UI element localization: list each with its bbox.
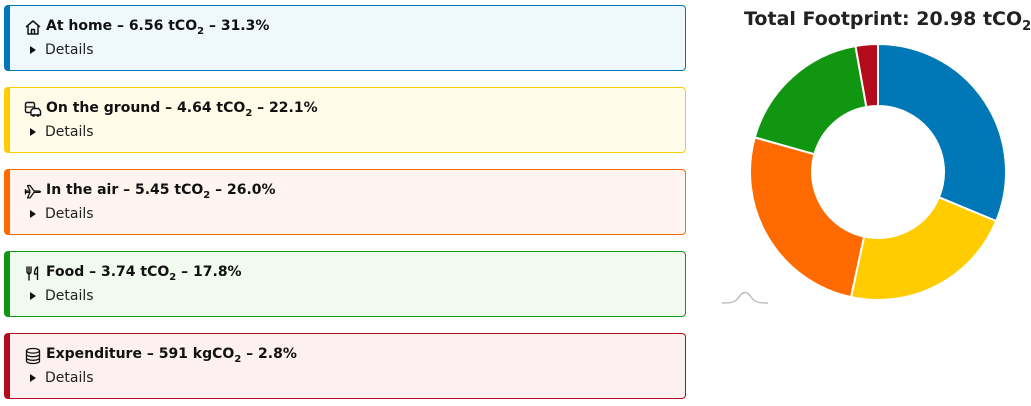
footprint-donut-chart	[749, 42, 1007, 301]
donut-slice-at-home[interactable]	[877, 42, 1007, 223]
category-title: At home – 6.56 tCO2 – 31.3%	[24, 18, 269, 37]
details-label: Details	[45, 370, 94, 386]
category-card-air: In the air – 5.45 tCO2 – 26.0% Details	[4, 169, 686, 235]
house-icon	[24, 19, 42, 36]
donut-slice-food[interactable]	[753, 44, 868, 156]
category-title: On the ground – 4.64 tCO2 – 22.1%	[24, 100, 318, 119]
donut-slice-in-the-air[interactable]	[749, 136, 866, 299]
category-card-home: At home – 6.56 tCO2 – 31.3% Details	[4, 5, 686, 71]
disclosure-triangle-icon	[30, 128, 36, 136]
details-toggle[interactable]: Details	[30, 206, 94, 222]
category-card-ground: On the ground – 4.64 tCO2 – 22.1% Details	[4, 87, 686, 153]
disclosure-triangle-icon	[30, 374, 36, 382]
chart-title: Total Footprint: 20.98 tCO2	[744, 8, 1031, 34]
category-title: Food – 3.74 tCO2 – 17.8%	[24, 264, 242, 283]
category-title-text: At home – 6.56 tCO2 – 31.3%	[46, 18, 270, 37]
coins-icon	[24, 347, 42, 365]
category-card-expenditure: Expenditure – 591 kgCO2 – 2.8% Details	[4, 333, 686, 399]
fork-knife-icon	[24, 265, 42, 282]
category-title-text: Food – 3.74 tCO2 – 17.8%	[46, 264, 242, 283]
loading-spinner-icon	[721, 291, 769, 304]
car-bus-icon	[24, 101, 42, 118]
donut-slice-expenditure[interactable]	[854, 42, 879, 109]
details-label: Details	[45, 124, 94, 140]
category-title-text: In the air – 5.45 tCO2 – 26.0%	[46, 182, 276, 201]
details-toggle[interactable]: Details	[30, 288, 94, 304]
category-title-text: On the ground – 4.64 tCO2 – 22.1%	[46, 100, 318, 119]
airplane-icon	[24, 183, 42, 199]
disclosure-triangle-icon	[30, 292, 36, 300]
disclosure-triangle-icon	[30, 46, 36, 54]
details-toggle[interactable]: Details	[30, 124, 94, 140]
disclosure-triangle-icon	[30, 210, 36, 218]
details-label: Details	[45, 206, 94, 222]
details-label: Details	[45, 42, 94, 58]
details-toggle[interactable]: Details	[30, 370, 94, 386]
details-label: Details	[45, 288, 94, 304]
category-title-text: Expenditure – 591 kgCO2 – 2.8%	[46, 346, 297, 365]
category-title: Expenditure – 591 kgCO2 – 2.8%	[24, 346, 297, 365]
category-title: In the air – 5.45 tCO2 – 26.0%	[24, 182, 276, 201]
category-card-food: Food – 3.74 tCO2 – 17.8% Details	[4, 251, 686, 317]
donut-slice-on-the-ground[interactable]	[849, 196, 998, 301]
details-toggle[interactable]: Details	[30, 42, 94, 58]
